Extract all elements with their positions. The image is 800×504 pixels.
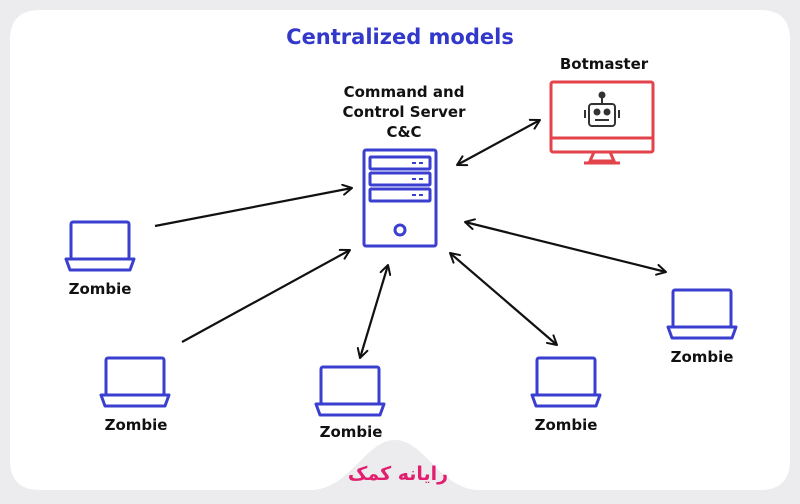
arrow-zombie-1-to-server xyxy=(154,183,353,228)
arrow-zombie-2-to-server xyxy=(181,248,351,343)
server-icon xyxy=(362,148,438,248)
zombie-label: Zombie xyxy=(671,348,734,366)
zombie-label: Zombie xyxy=(69,280,132,298)
server-label-line-3: C&C xyxy=(386,123,421,141)
brand-logo: رایانه کمک xyxy=(348,463,448,485)
zombie-label: Zombie xyxy=(105,416,168,434)
server-label-line-2: Control Server xyxy=(343,103,467,121)
botmaster-monitor-icon xyxy=(549,80,655,165)
arrow-server-zombie-5 xyxy=(464,218,667,276)
zombie-laptop-icon xyxy=(530,356,602,408)
zombie-label: Zombie xyxy=(320,423,383,441)
arrow-server-botmaster xyxy=(456,118,541,167)
zombie-laptop-icon xyxy=(64,220,136,272)
arrow-server-zombie-3 xyxy=(356,264,392,359)
server-label-line-1: Command and xyxy=(344,83,465,101)
botmaster-label: Botmaster xyxy=(560,55,649,73)
zombie-laptop-icon xyxy=(666,288,738,340)
zombie-laptop-icon xyxy=(314,365,386,417)
diagram-title: Centralized models xyxy=(286,25,514,49)
zombie-label: Zombie xyxy=(535,416,598,434)
robot-icon xyxy=(584,91,620,127)
connections xyxy=(154,118,667,359)
zombie-laptop-icon xyxy=(99,356,171,408)
